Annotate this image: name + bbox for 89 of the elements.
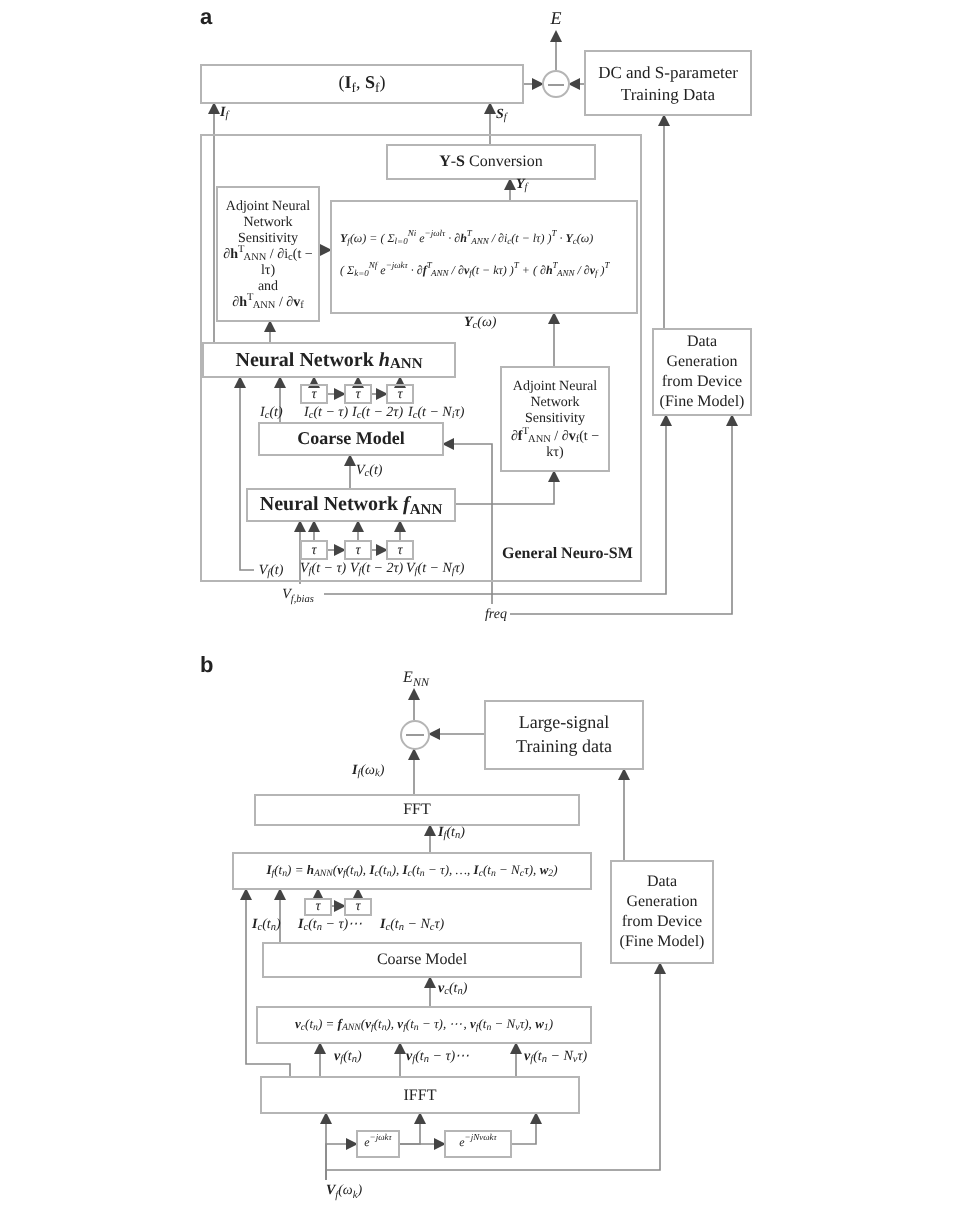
arrow	[523, 78, 544, 90]
arrow	[371, 544, 388, 556]
node-text: E$_{NN}$	[403, 666, 429, 690]
data-box	[484, 700, 644, 770]
arrow	[344, 454, 356, 489]
node-text: Large-signal Training data	[514, 712, 614, 758]
node-text: Neural Network h$_{ANN}$	[235, 347, 423, 375]
model-box	[258, 422, 444, 456]
arrow	[511, 1112, 542, 1145]
node-text: Coarse Model	[376, 948, 468, 972]
arrow	[424, 824, 436, 853]
delay-box	[300, 384, 328, 404]
arrow	[548, 312, 560, 367]
sensitivity-box	[500, 366, 610, 472]
formula-box	[232, 852, 592, 890]
arrow	[234, 376, 255, 571]
delay-box	[344, 384, 372, 404]
arrow	[371, 388, 388, 400]
arrow	[455, 470, 560, 505]
neuro-sm-frame	[200, 134, 642, 582]
network-box	[202, 342, 456, 378]
arrow	[308, 376, 320, 388]
frame-title: General Neuro-SM	[502, 542, 633, 566]
node-text: IFFT	[403, 1083, 437, 1107]
process-box	[260, 1076, 580, 1114]
arrow	[550, 30, 562, 71]
panel-letter: a	[200, 8, 213, 30]
delay-box	[386, 540, 414, 560]
delay-box	[304, 898, 332, 916]
arrow	[308, 520, 320, 541]
arrow	[314, 1042, 326, 1077]
arrow	[331, 900, 346, 912]
arrow	[352, 520, 364, 541]
node-text: Y-S Conversion	[439, 150, 543, 174]
arrow	[658, 114, 670, 329]
node-text: DC and S-parameter Training Data	[596, 61, 740, 105]
arrow	[484, 102, 496, 145]
data-box	[610, 860, 714, 964]
arrow	[352, 376, 364, 388]
delay-box	[344, 898, 372, 916]
arrow	[568, 78, 585, 90]
arrow	[510, 1042, 522, 1077]
data-box	[584, 50, 752, 116]
arrow	[394, 520, 406, 541]
arrow	[294, 520, 306, 585]
formula-box	[330, 200, 638, 314]
arrow	[264, 320, 276, 343]
panel-letter: b	[200, 656, 214, 678]
node-text: Data Generation from Device (Fine Model)	[617, 872, 707, 952]
arrow	[424, 976, 436, 1007]
delay-box	[300, 540, 328, 560]
formula-box	[256, 1006, 592, 1044]
arrow	[428, 728, 485, 740]
sensitivity-box	[216, 186, 320, 322]
exponential-box	[356, 1130, 400, 1158]
arrow	[274, 376, 286, 423]
arrow	[394, 1042, 406, 1077]
arrow	[323, 414, 672, 595]
model-box	[262, 942, 582, 978]
delay-box	[386, 384, 414, 404]
arrow	[618, 768, 630, 861]
arrow	[327, 544, 346, 556]
process-box	[254, 794, 580, 826]
arrow	[274, 888, 286, 943]
conversion-box	[386, 144, 596, 180]
arrow	[208, 102, 220, 343]
node-text: Data Generation from Device (Fine Model)	[657, 332, 747, 412]
arrow	[399, 1112, 426, 1145]
network-box	[246, 488, 456, 522]
node-text: E	[550, 6, 562, 33]
arrow	[394, 376, 406, 388]
node-text: Neural Network f$_{ANN}$	[259, 492, 443, 520]
arrow	[408, 688, 420, 721]
arrow	[325, 962, 666, 1181]
node-text: Coarse Model	[297, 425, 405, 452]
arrow	[408, 748, 420, 795]
node-text: (I$_{f}$, S$_{f}$)	[338, 70, 386, 98]
arrow	[240, 888, 291, 1077]
node-text: FFT	[403, 798, 431, 822]
delay-box	[344, 540, 372, 560]
output-box	[200, 64, 524, 104]
exponential-box	[444, 1130, 512, 1158]
arrow	[312, 888, 324, 900]
arrow	[509, 414, 738, 615]
arrow	[442, 438, 493, 605]
arrow	[352, 888, 364, 900]
arrow	[327, 388, 346, 400]
arrow	[504, 178, 516, 201]
arrow	[319, 244, 332, 256]
